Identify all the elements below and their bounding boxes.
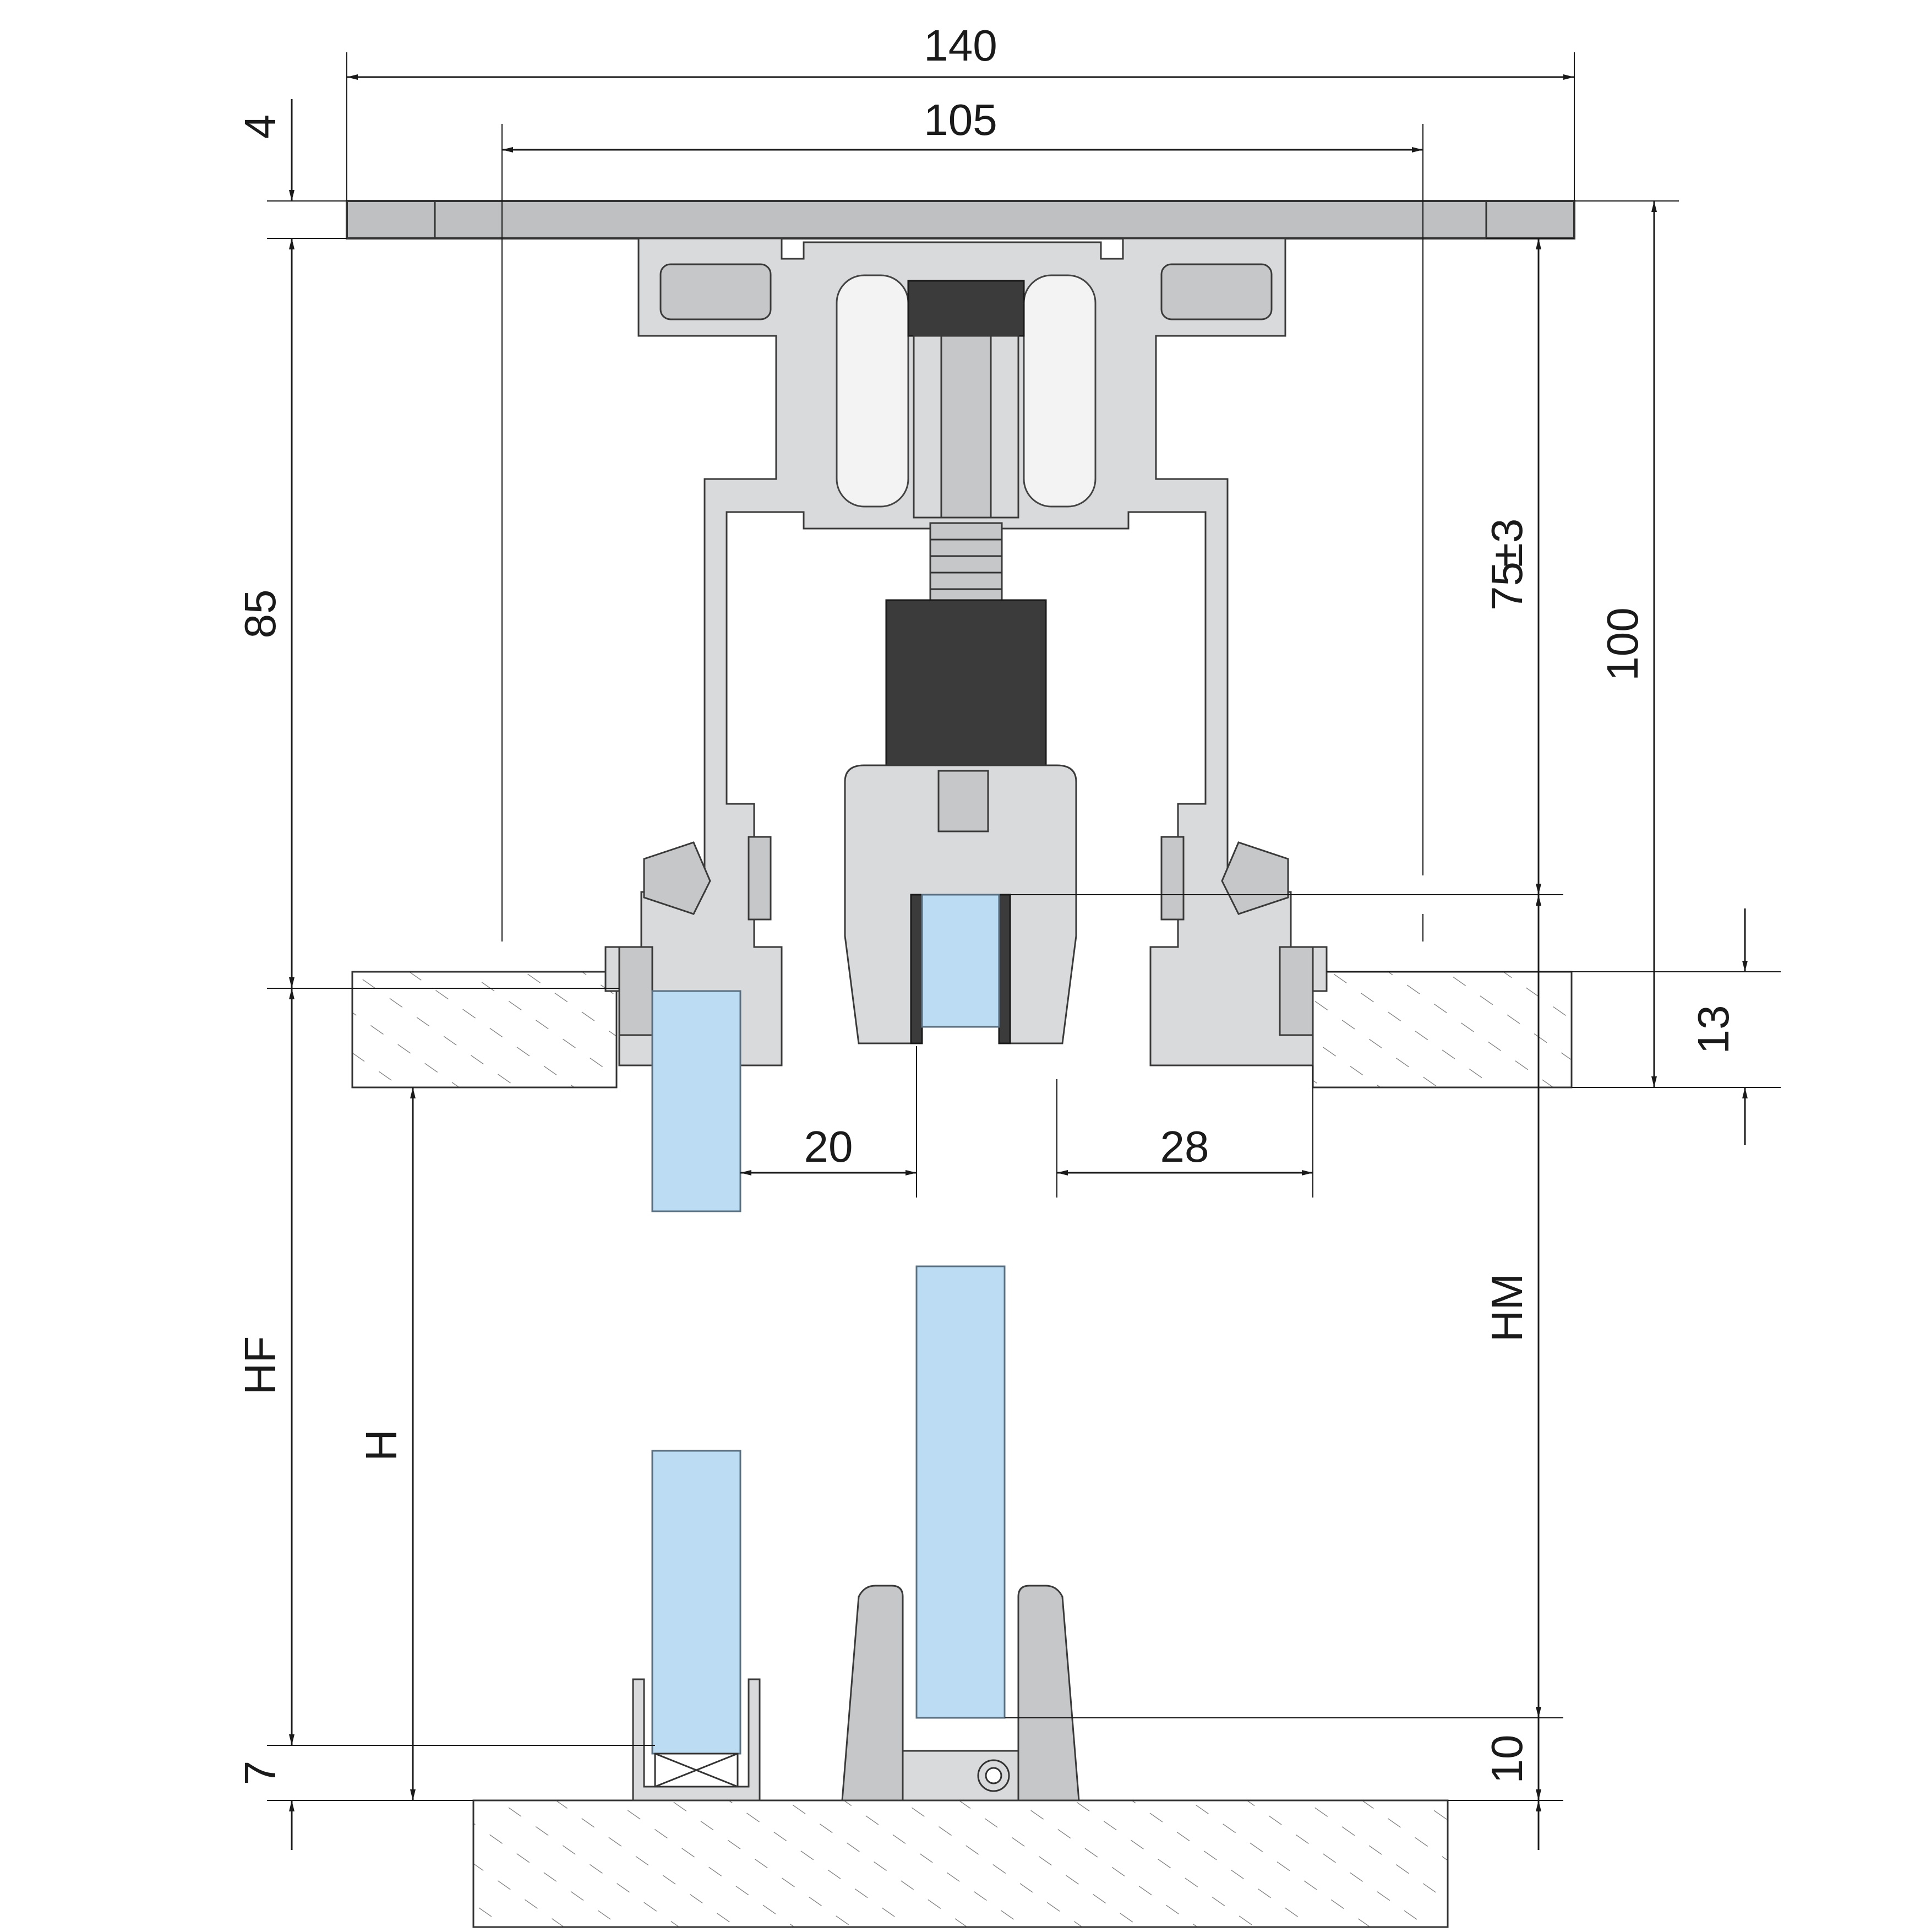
label-floor-guide-right: 10 <box>1482 1735 1531 1784</box>
label-door-height-mobile: HM <box>1482 1274 1531 1342</box>
glass-bottom-fixed <box>651 1450 741 1755</box>
label-adjust-base: 75 <box>1482 562 1531 611</box>
label-plate-thickness: 4 <box>236 115 285 139</box>
label-width-total: 140 <box>924 21 997 70</box>
top-glass-clamp <box>844 764 1077 1044</box>
label-floor-guide-left: 7 <box>236 1761 285 1786</box>
dimension-lines <box>267 52 1781 1850</box>
label-ceiling-thickness: 13 <box>1689 1005 1738 1054</box>
floor-guide <box>841 1585 1080 1802</box>
roller-wheel-left <box>836 274 909 508</box>
label-width-inner: 105 <box>924 95 997 144</box>
label-clear-height: H <box>357 1429 406 1461</box>
ceiling-left <box>351 971 618 1089</box>
label-gap-right: 28 <box>1160 1122 1209 1171</box>
glass-top-fixed <box>651 990 741 1212</box>
floor-slab <box>472 1799 1449 1928</box>
ceiling-right <box>1312 971 1573 1089</box>
roller-carriage <box>836 274 1097 769</box>
label-total-height: 100 <box>1598 607 1647 681</box>
adjust-block <box>885 599 1047 769</box>
label-adjust-tol: ±3 <box>1482 519 1531 567</box>
glass-top-mobile <box>921 894 1000 1028</box>
mounting-plate <box>346 200 1575 240</box>
adjust-thread <box>929 522 1003 601</box>
glass-bottom-mobile <box>915 1265 1006 1719</box>
dimension-labels: 140 105 4 85 HF 7 H 75 ±3 HM 10 100 13 2… <box>236 21 1738 1785</box>
label-door-height-fixed: HF <box>236 1336 285 1395</box>
label-gap-left: 20 <box>804 1122 853 1171</box>
label-track-height: 85 <box>236 590 285 639</box>
roller-wheel-right <box>1023 274 1097 508</box>
track-profile <box>604 237 1328 1066</box>
floor-u-channel <box>632 1678 761 1802</box>
